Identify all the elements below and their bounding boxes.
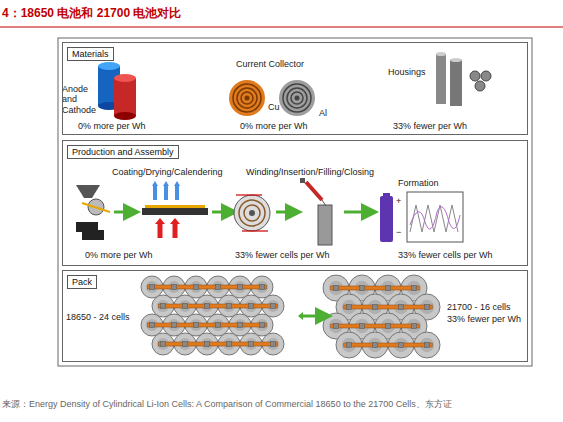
metric-note: 0% more per Wh: [85, 250, 153, 260]
title-rule: [0, 27, 563, 28]
coater: [76, 185, 110, 240]
outer-frame: [58, 38, 532, 366]
current-collector-cu: [229, 80, 265, 116]
double-arrow: [298, 312, 324, 320]
formation-plot: [407, 192, 463, 242]
terminal-sign: −: [396, 227, 401, 237]
panel: Pack: [62, 270, 528, 362]
winding: [234, 195, 270, 231]
source-caption: 来源：Energy Density of Cylindrical Li-Ion …: [2, 398, 452, 411]
panel-heading: Materials: [67, 47, 114, 61]
formation-cell: [380, 193, 393, 242]
panel: Production and Assembly: [62, 140, 528, 266]
step-arrow: [114, 211, 132, 214]
metric-note: 0% more per Wh: [78, 121, 146, 131]
step-label: Coating/Drying/Calendering: [112, 167, 223, 177]
step-label: Formation: [398, 178, 439, 188]
step-arrow: [276, 211, 294, 214]
calender: [142, 181, 208, 238]
panel: Materials: [62, 42, 528, 135]
material-label: Current Collector: [236, 59, 304, 69]
panel-heading: Pack: [67, 275, 97, 289]
electrode-rolls: [98, 62, 136, 120]
metric-note: 33% fewer cells per Wh: [398, 250, 493, 260]
current-collector-al: [279, 80, 315, 116]
pack-label: 21700 - 16 cells 33% fewer per Wh: [447, 302, 527, 325]
pack-label: 18650 - 24 cells: [66, 312, 130, 322]
housings: [436, 52, 491, 106]
metric-note: 33% fewer per Wh: [393, 121, 467, 131]
filling-can: [300, 178, 332, 245]
metal-label: Al: [319, 108, 327, 118]
terminal-sign: +: [396, 196, 401, 206]
metric-note: 33% fewer cells per Wh: [235, 250, 330, 260]
panel-heading: Production and Assembly: [67, 145, 179, 159]
cell-pack: [141, 275, 440, 358]
metal-label: Cu: [268, 102, 280, 112]
step-arrow: [212, 211, 230, 214]
metric-note: 0% more per Wh: [240, 121, 308, 131]
step-label: Winding/Insertion/Filling/Closing: [246, 167, 374, 177]
material-label: Anode and Cathode: [62, 84, 98, 115]
step-arrow: [344, 211, 370, 214]
material-label: Housings: [388, 67, 426, 77]
figure-title: 4：18650 电池和 21700 电池对比: [2, 5, 181, 22]
